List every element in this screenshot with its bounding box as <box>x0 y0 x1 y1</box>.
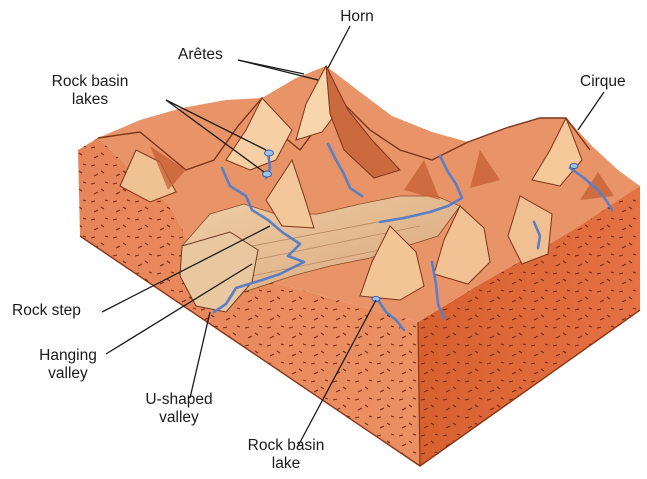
label-u-shaped-valley-line1: U-shaped <box>134 391 224 409</box>
label-u-shaped-valley: U-shaped valley <box>134 391 224 427</box>
label-rock-basin-lakes: Rock basin lakes <box>40 73 140 109</box>
label-rock-step: Rock step <box>12 302 81 320</box>
label-rock-basin-lake-line1: Rock basin <box>236 437 336 455</box>
label-rock-basin-lake: Rock basin lake <box>236 437 336 473</box>
label-horn: Horn <box>330 8 384 26</box>
label-aretes: Arêtes <box>178 46 223 64</box>
label-hanging-valley-line2: valley <box>30 365 106 383</box>
label-rock-basin-lakes-line2: lakes <box>40 91 140 109</box>
label-hanging-valley: Hanging valley <box>30 347 106 383</box>
label-rock-basin-lake-line2: lake <box>236 455 336 473</box>
label-hanging-valley-line1: Hanging <box>30 347 106 365</box>
label-u-shaped-valley-line2: valley <box>134 409 224 427</box>
label-cirque: Cirque <box>580 73 626 91</box>
label-rock-basin-lakes-line1: Rock basin <box>40 73 140 91</box>
